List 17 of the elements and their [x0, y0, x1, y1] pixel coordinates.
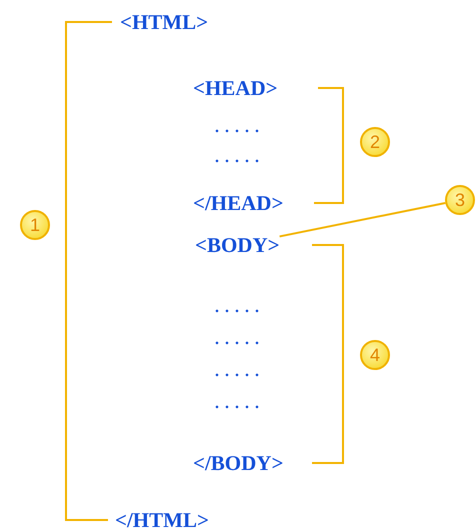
html-tag: <BODY>: [195, 233, 280, 257]
ellipsis-dots: . . . . .: [215, 118, 260, 138]
leader-line: [279, 202, 446, 238]
ellipsis-dots: . . . . .: [215, 330, 260, 350]
html-tag: </HEAD>: [193, 191, 284, 215]
html-tag: </HTML>: [115, 508, 209, 532]
callout-number: 4: [360, 340, 390, 370]
ellipsis-dots: . . . . .: [215, 298, 260, 318]
callout-number: 3: [445, 185, 475, 215]
callout-number: 1: [20, 210, 50, 240]
html-tag: </BODY>: [193, 451, 284, 475]
ellipsis-dots: . . . . .: [215, 148, 260, 168]
ellipsis-dots: . . . . .: [215, 362, 260, 382]
html-tag: <HTML>: [120, 10, 208, 34]
ellipsis-dots: . . . . .: [215, 394, 260, 414]
callout-number: 2: [360, 127, 390, 157]
html-tag: <HEAD>: [193, 76, 278, 100]
